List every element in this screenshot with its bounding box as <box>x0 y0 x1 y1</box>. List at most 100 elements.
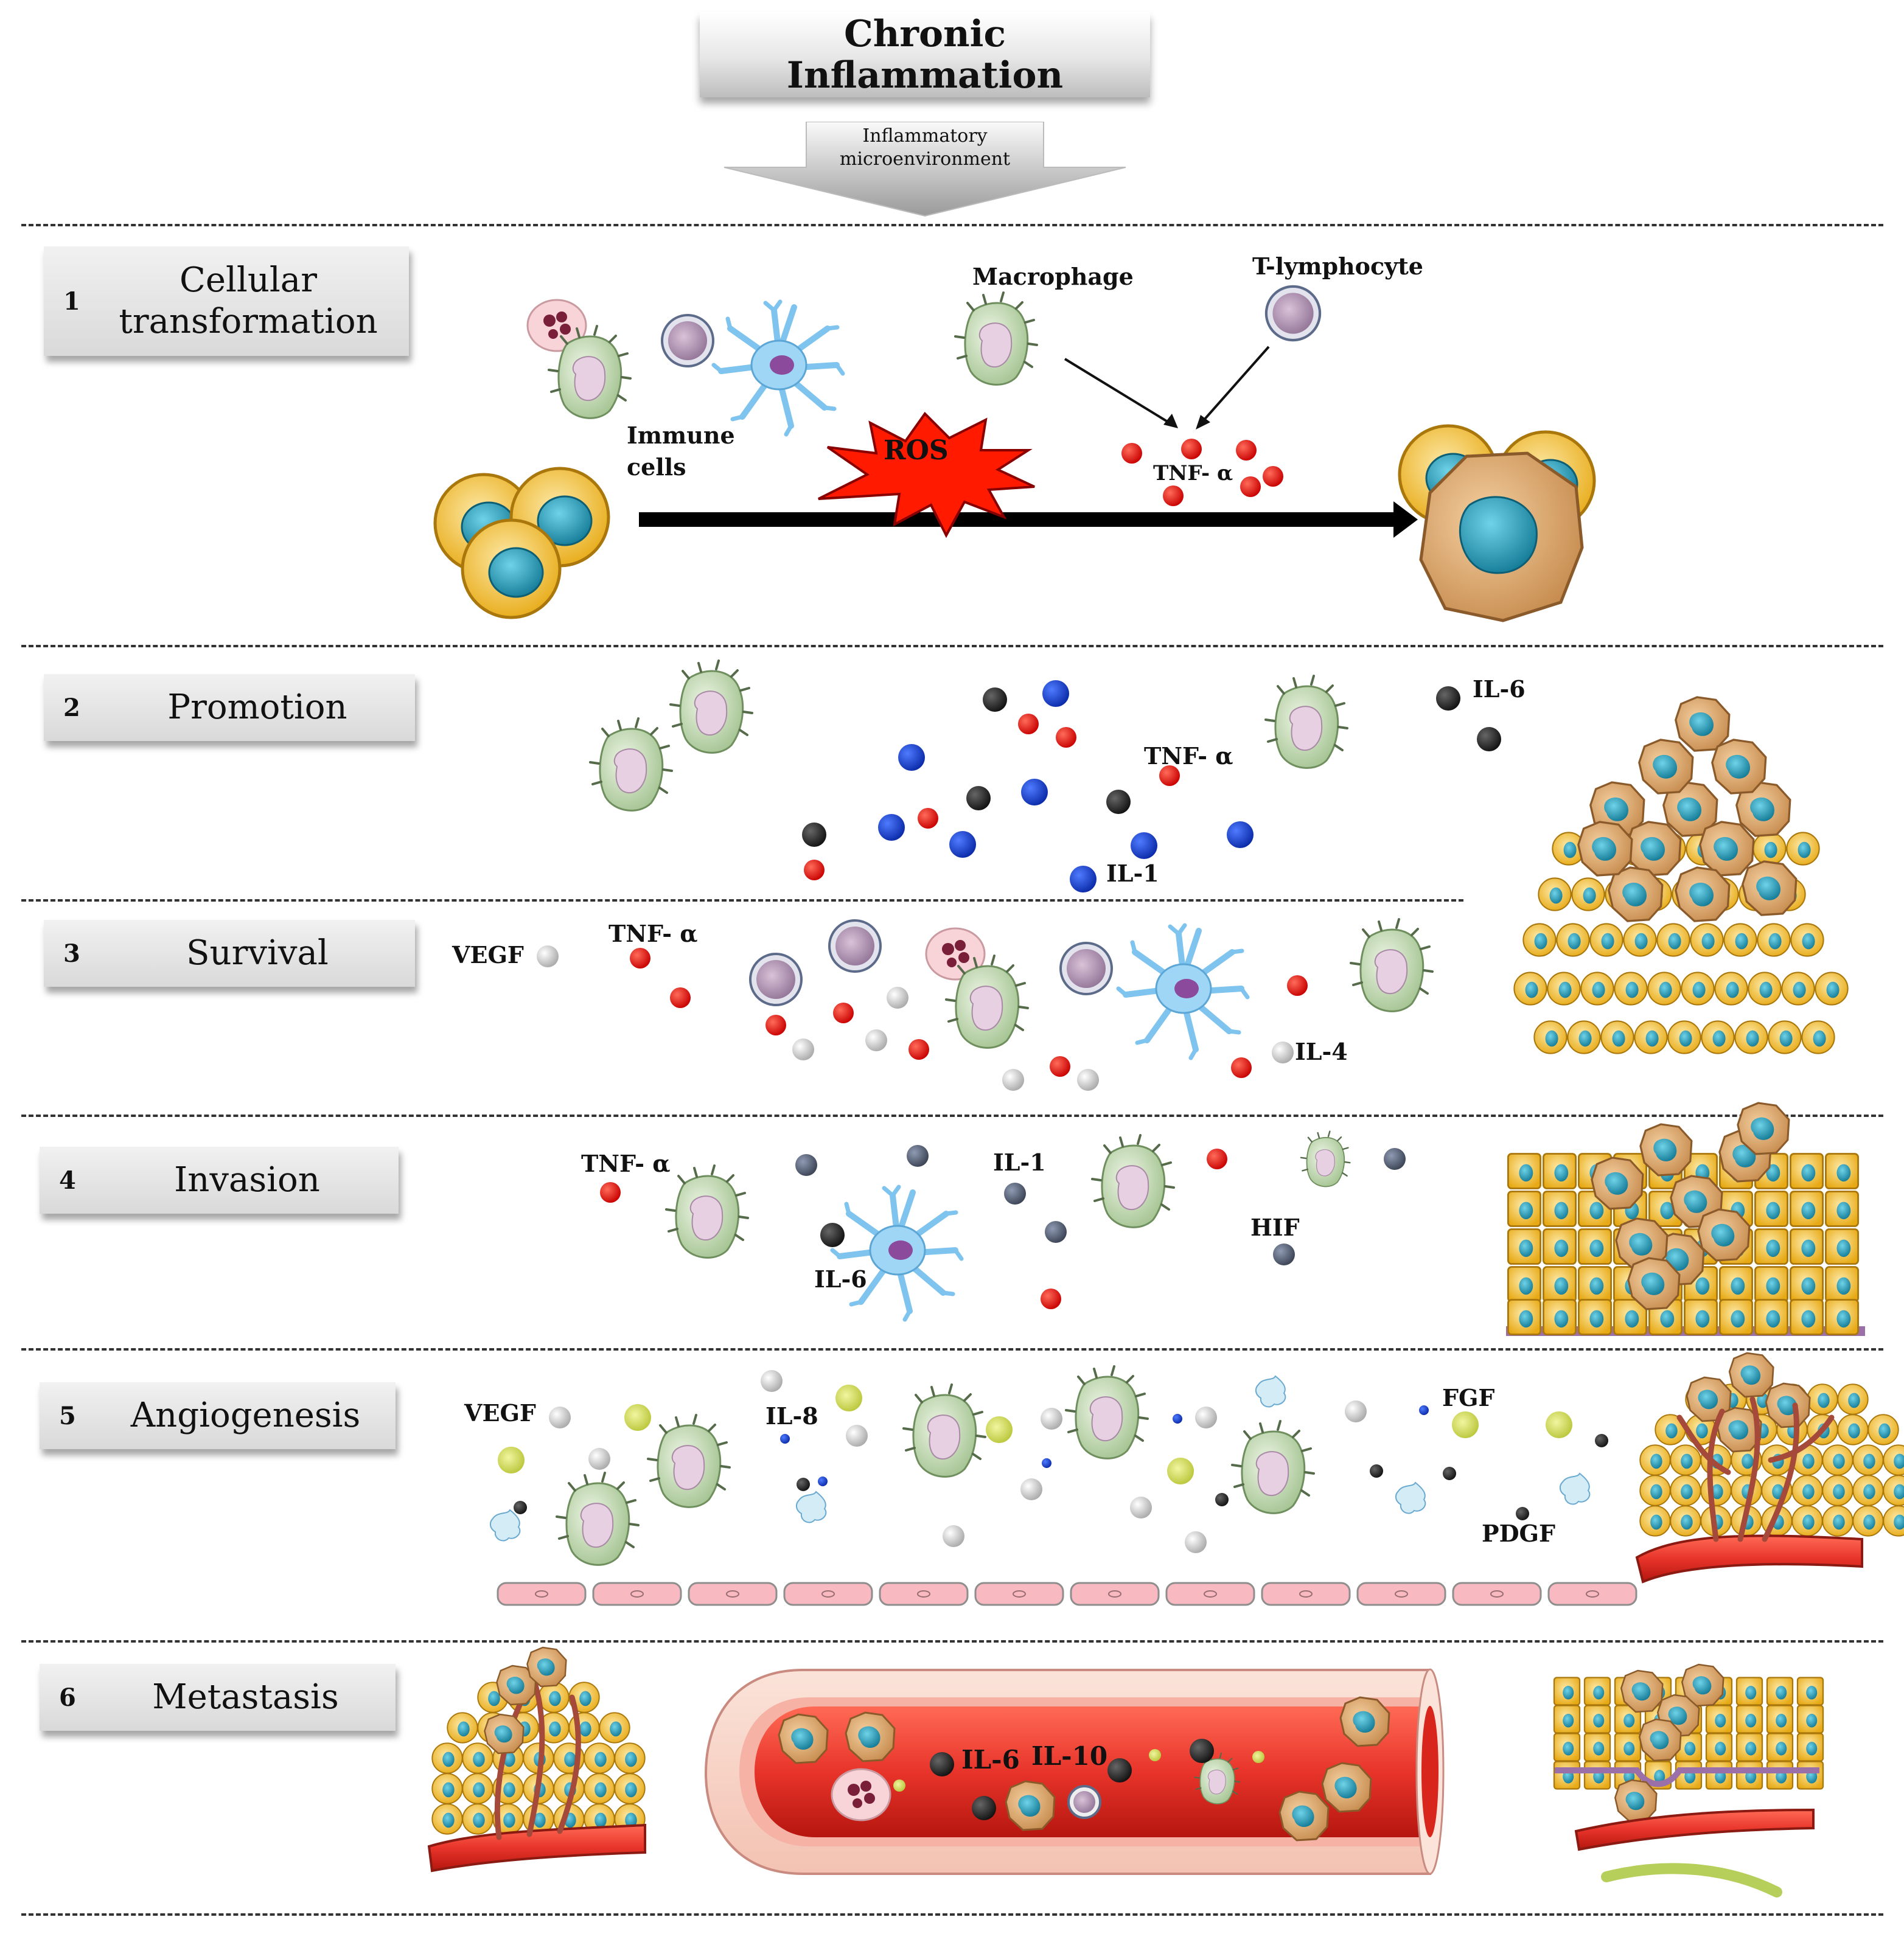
small-icon <box>1522 923 1557 957</box>
cytokine-red-dot <box>908 1039 929 1060</box>
small-icon <box>1614 972 1648 1006</box>
cytokine-black-dot <box>1477 727 1501 751</box>
cytokine-black-dot <box>1516 1507 1529 1520</box>
cytokine-grey-dot <box>887 987 908 1009</box>
label-macrophage: Macrophage <box>972 263 1134 290</box>
block-icon <box>1754 1299 1789 1335</box>
step-4-box: 4 Invasion <box>40 1147 399 1214</box>
cytokine-red-dot <box>918 808 938 829</box>
small-icon <box>614 1773 646 1804</box>
block-icon <box>1718 1299 1754 1335</box>
label-il1: IL-1 <box>1106 860 1159 887</box>
block-icon <box>1577 1299 1613 1335</box>
cancerSm-icon <box>1577 821 1633 877</box>
small-icon <box>584 1742 615 1774</box>
cytokine-slate-dot <box>1045 1221 1067 1243</box>
block-icon <box>1718 1266 1754 1303</box>
metastatic-tumor <box>427 1646 646 1873</box>
cytokine-blue-dot <box>898 744 925 771</box>
label-vegf: VEGF <box>464 1399 536 1427</box>
cytokine-black-dot <box>1370 1464 1383 1478</box>
cytokine-grey-dot <box>1020 1478 1042 1500</box>
small-icon <box>1623 923 1657 957</box>
label-ros: ROS <box>884 435 949 466</box>
small-icon <box>1883 1475 1904 1506</box>
block-icon <box>1796 1677 1824 1706</box>
cytokine-slate-dot <box>1004 1183 1026 1205</box>
block-icon <box>1507 1191 1542 1227</box>
cytokine-grey-dot <box>1077 1069 1099 1091</box>
cytokine-red-dot <box>1207 1149 1227 1169</box>
cytokine-red-dot <box>1181 439 1202 459</box>
block-icon <box>1705 1733 1733 1762</box>
subtitle: Inflammatory microenvironment <box>839 125 1011 170</box>
small-icon <box>1571 877 1605 911</box>
step-number: 6 <box>59 1683 76 1712</box>
block-icon <box>1766 1705 1794 1734</box>
small-icon <box>431 1803 463 1835</box>
cancerSm-icon <box>484 1713 525 1755</box>
block-icon <box>1754 1266 1789 1303</box>
cytokine-black-dot <box>972 1796 996 1820</box>
tumor-mound <box>1513 696 1849 1054</box>
cytokine-blue-dot <box>1042 1458 1051 1468</box>
block-icon <box>1542 1153 1577 1189</box>
small-icon <box>1600 1020 1634 1054</box>
section-3-art <box>749 918 1434 1058</box>
block-icon <box>1824 1153 1860 1189</box>
block-icon <box>1789 1228 1824 1265</box>
small-icon <box>1822 1475 1853 1506</box>
endo-icon <box>783 1582 873 1606</box>
block-icon <box>1824 1191 1860 1227</box>
label-tnf-alpha: TNF- α <box>1153 461 1233 485</box>
cancerSm-icon <box>1675 696 1731 752</box>
cytokine-red-dot <box>765 1015 786 1035</box>
small-icon <box>1714 972 1748 1006</box>
endo-icon <box>974 1582 1064 1606</box>
block-icon <box>1789 1266 1824 1303</box>
cytokine-grey-dot <box>846 1425 868 1447</box>
label-pdgf: PDGF <box>1482 1520 1555 1547</box>
cytokine-black-dot <box>1443 1467 1456 1480</box>
small-icon <box>1852 1444 1884 1476</box>
cancerSm-icon <box>1639 1123 1693 1177</box>
small-icon <box>1580 972 1614 1006</box>
small-icon <box>614 1742 646 1774</box>
small-icon <box>1752 832 1787 866</box>
small-icon <box>1681 972 1715 1006</box>
small-icon <box>1513 972 1547 1006</box>
divider <box>21 1640 1883 1643</box>
block-icon <box>1542 1299 1577 1335</box>
small-icon <box>1547 972 1581 1006</box>
cytokine-yellow-dot <box>1167 1458 1194 1484</box>
block-icon <box>1735 1677 1763 1706</box>
small-icon <box>1589 923 1623 957</box>
cytokine-yellow-dot <box>624 1404 651 1431</box>
cytokine-red-dot <box>1163 485 1184 506</box>
cytokine-yellow-dot <box>498 1447 525 1473</box>
label-immune-cells: Immune cells <box>627 422 735 481</box>
small-icon <box>431 1742 463 1774</box>
small-icon <box>1670 1505 1701 1537</box>
endo-icon <box>592 1582 682 1606</box>
cytokine-black-dot <box>1436 686 1460 711</box>
block-icon <box>1553 1705 1581 1734</box>
block-icon <box>1789 1299 1824 1335</box>
small-icon <box>1639 1505 1671 1537</box>
cytokine-slate-dot <box>907 1145 929 1167</box>
ros-star-icon <box>818 411 1035 538</box>
angiogenic-tumor <box>1635 1352 1904 1584</box>
cytokine-red-dot <box>804 860 825 880</box>
step-number: 3 <box>63 939 80 968</box>
block-icon <box>1766 1733 1794 1762</box>
cytokine-black-dot <box>1595 1434 1608 1447</box>
small-icon <box>1822 1444 1853 1476</box>
divider <box>21 1115 1883 1117</box>
divider <box>21 1913 1883 1916</box>
label-il10: IL-10 <box>1031 1741 1108 1771</box>
small-icon <box>1723 923 1757 957</box>
label-fgf: FGF <box>1442 1384 1495 1411</box>
small-icon <box>462 1803 493 1835</box>
endo-icon <box>1070 1582 1160 1606</box>
